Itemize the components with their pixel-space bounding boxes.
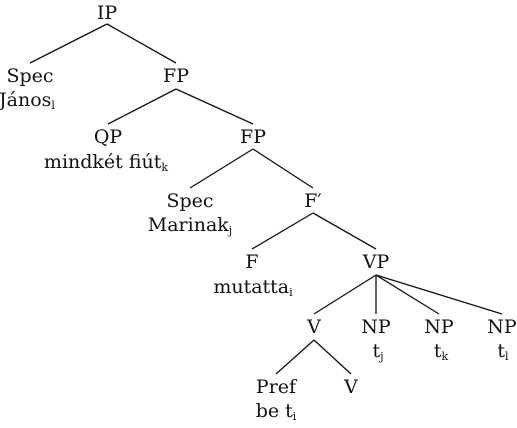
- node-np-1: NP: [361, 316, 391, 338]
- node-qp: QP: [93, 126, 123, 148]
- edge-vp-v: [313, 274, 377, 315]
- node-spec-2: Spec: [166, 190, 214, 212]
- node-pref: Pref: [255, 376, 297, 398]
- node-np-2: NP: [424, 316, 454, 338]
- terminal-marinak: Marinakj: [147, 214, 233, 237]
- edge-fbar-f: [251, 212, 314, 250]
- node-vp: VP: [362, 251, 390, 273]
- terminal-mindket-fiut: mindkét fiútk: [43, 151, 169, 174]
- terminal-janos: Jánosl: [0, 89, 55, 112]
- edge-vp-np2: [375, 274, 440, 315]
- terminal-mutatta: mutattai: [213, 276, 293, 299]
- edge-ip-fp: [106, 23, 177, 64]
- node-fp-2: FP: [240, 126, 266, 148]
- terminal-be-ti: be ti: [255, 400, 297, 423]
- node-spec-1: Spec: [6, 65, 54, 87]
- edge-v-pref: [275, 339, 315, 375]
- node-f-bar: F′: [304, 190, 322, 212]
- edge-fp-fp: [175, 88, 254, 125]
- edge-v-v: [313, 339, 352, 375]
- edge-vp-np3: [375, 274, 503, 315]
- node-fp-1: FP: [163, 65, 189, 87]
- node-ip: IP: [96, 2, 118, 24]
- edge-fbar-vp: [312, 212, 377, 250]
- node-v-lower: V: [344, 376, 358, 398]
- node-f: F: [245, 251, 259, 273]
- edge-ip-spec: [29, 23, 108, 64]
- node-np-3: NP: [487, 316, 517, 338]
- trace-tl: tl: [497, 340, 509, 363]
- edge-fp2-fbar: [252, 148, 314, 189]
- trace-tk: tk: [433, 340, 449, 363]
- node-v: V: [307, 316, 321, 338]
- edge-fp-qp: [107, 88, 177, 125]
- trace-tj: tj: [372, 340, 384, 363]
- edge-fp2-spec: [189, 148, 254, 189]
